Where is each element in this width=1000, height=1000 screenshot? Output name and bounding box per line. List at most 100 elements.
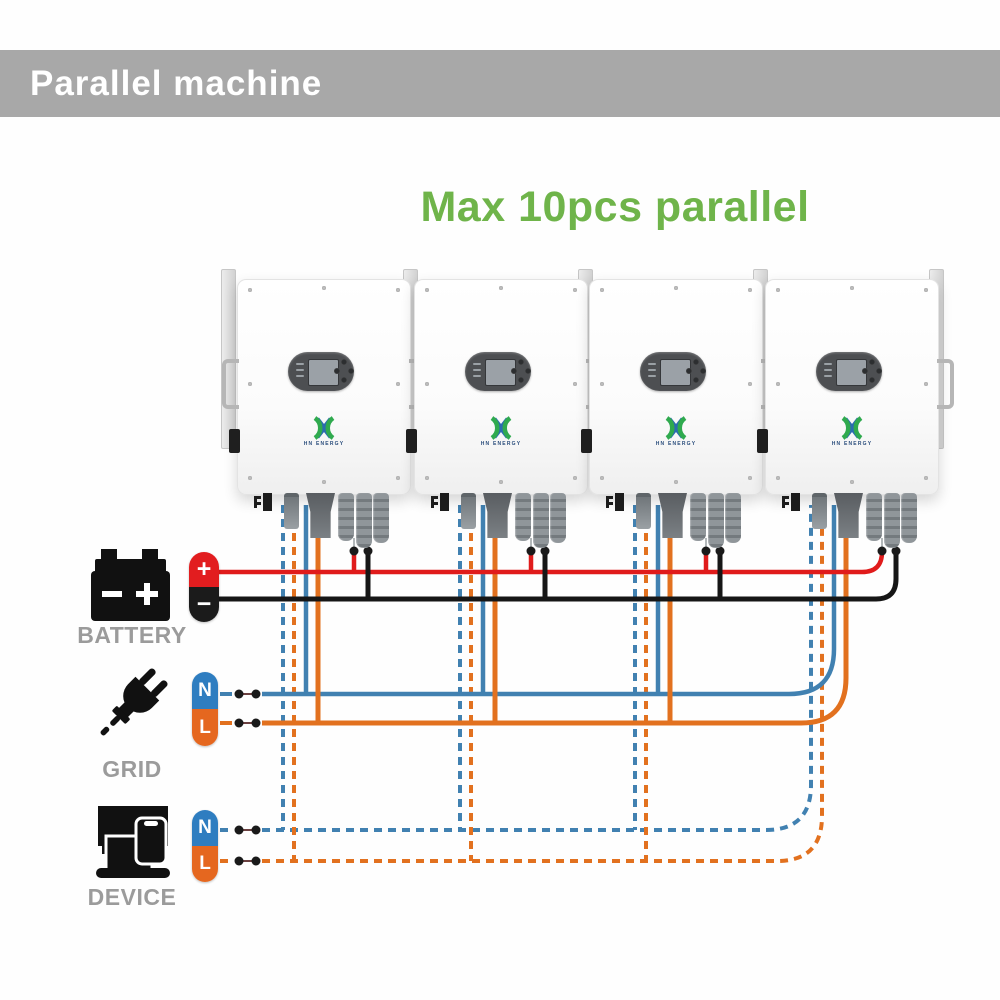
side-switch bbox=[581, 429, 592, 453]
button-down bbox=[518, 377, 524, 383]
ac-connector bbox=[658, 493, 687, 538]
side-switch bbox=[229, 429, 240, 453]
cable-gland bbox=[812, 493, 827, 529]
connector-plug bbox=[606, 493, 630, 513]
mc4-connector bbox=[866, 493, 882, 541]
side-switch bbox=[406, 429, 417, 453]
device-neutral-terminal: N bbox=[192, 810, 218, 846]
button-left bbox=[686, 368, 692, 374]
brand-logo-icon bbox=[841, 416, 863, 440]
cable-gland bbox=[284, 493, 299, 529]
terminal-links bbox=[243, 693, 252, 862]
device-n-wires bbox=[220, 505, 813, 832]
mc4-connector bbox=[708, 493, 724, 548]
brand-caption: HN ENERGY bbox=[303, 441, 345, 447]
inverter-unit-4: HN ENERGY bbox=[757, 279, 954, 548]
brand-logo-icon bbox=[665, 416, 687, 440]
led-indicator bbox=[824, 375, 832, 377]
button-left bbox=[334, 368, 340, 374]
button-down bbox=[869, 377, 875, 383]
button-left bbox=[511, 368, 517, 374]
ac-connector bbox=[483, 493, 512, 538]
brand-logo: HN ENERGY bbox=[238, 416, 410, 447]
side-switch bbox=[757, 429, 768, 453]
inverter-unit-2: HN ENERGY bbox=[406, 279, 603, 548]
mc4-connector bbox=[884, 493, 900, 548]
brand-logo: HN ENERGY bbox=[766, 416, 938, 447]
led-indicator bbox=[824, 369, 832, 371]
headline-text: Max 10pcs parallel bbox=[420, 183, 810, 231]
side-handle bbox=[937, 359, 954, 409]
mc4-connector bbox=[533, 493, 549, 548]
device-icon bbox=[92, 798, 174, 887]
brand-logo-icon bbox=[313, 416, 335, 440]
connector-plug bbox=[431, 493, 455, 513]
led-indicator bbox=[296, 363, 304, 365]
header-bar: Parallel machine bbox=[0, 50, 1000, 117]
lcd-screen bbox=[485, 359, 516, 386]
button-right bbox=[525, 368, 531, 374]
battery-plus-terminal: + bbox=[189, 552, 219, 587]
button-up bbox=[341, 359, 347, 365]
brand-logo-icon bbox=[490, 416, 512, 440]
page-title: Parallel machine bbox=[30, 64, 323, 103]
mc4-connector bbox=[356, 493, 372, 548]
ac-connector bbox=[834, 493, 863, 538]
display-panel bbox=[288, 352, 354, 391]
led-indicator bbox=[296, 369, 304, 371]
battery-icon bbox=[88, 545, 173, 630]
brand-caption: HN ENERGY bbox=[831, 441, 873, 447]
mc4-connector bbox=[725, 493, 741, 543]
display-panel bbox=[816, 352, 882, 391]
connector-plug bbox=[254, 493, 278, 513]
button-right bbox=[348, 368, 354, 374]
cable-gland bbox=[636, 493, 651, 529]
grid-terminal-capsule: N L bbox=[192, 672, 218, 746]
grid-l-wires bbox=[220, 505, 849, 726]
battery-negative-wires bbox=[219, 551, 899, 602]
led-indicator bbox=[648, 375, 656, 377]
brand-caption: HN ENERGY bbox=[480, 441, 522, 447]
mc4-connector bbox=[550, 493, 566, 543]
led-indicator bbox=[824, 363, 832, 365]
grid-label: GRID bbox=[102, 756, 162, 782]
led-indicator bbox=[648, 363, 656, 365]
brand-logo: HN ENERGY bbox=[415, 416, 587, 447]
device-terminal-capsule: N L bbox=[192, 810, 218, 882]
button-up bbox=[518, 359, 524, 365]
mc4-connector bbox=[515, 493, 531, 541]
mc4-connector bbox=[338, 493, 354, 541]
led-indicator bbox=[648, 369, 656, 371]
display-panel bbox=[465, 352, 531, 391]
led-indicator bbox=[473, 369, 481, 371]
grid-line-terminal: L bbox=[192, 709, 218, 746]
mc4-connector bbox=[901, 493, 917, 543]
junction-dots bbox=[234, 546, 901, 866]
button-right bbox=[700, 368, 706, 374]
lcd-screen bbox=[836, 359, 867, 386]
grid-plug-icon bbox=[90, 666, 175, 763]
button-up bbox=[869, 359, 875, 365]
cable-gland bbox=[461, 493, 476, 529]
battery-minus-terminal: − bbox=[189, 587, 219, 622]
connector-plug bbox=[782, 493, 806, 513]
led-indicator bbox=[473, 363, 481, 365]
button-right bbox=[876, 368, 882, 374]
lcd-screen bbox=[660, 359, 691, 386]
brand-logo: HN ENERGY bbox=[590, 416, 762, 447]
mc4-connector bbox=[373, 493, 389, 543]
connector-leads bbox=[353, 538, 897, 549]
grid-neutral-terminal: N bbox=[192, 672, 218, 709]
device-l-wires bbox=[220, 505, 824, 863]
lcd-screen bbox=[308, 359, 339, 386]
button-down bbox=[341, 377, 347, 383]
button-left bbox=[862, 368, 868, 374]
led-indicator bbox=[296, 375, 304, 377]
battery-label: BATTERY bbox=[77, 622, 187, 648]
mc4-connector bbox=[690, 493, 706, 541]
inverter-unit-3: HN ENERGY bbox=[581, 279, 778, 548]
button-down bbox=[693, 377, 699, 383]
device-line-terminal: L bbox=[192, 846, 218, 882]
